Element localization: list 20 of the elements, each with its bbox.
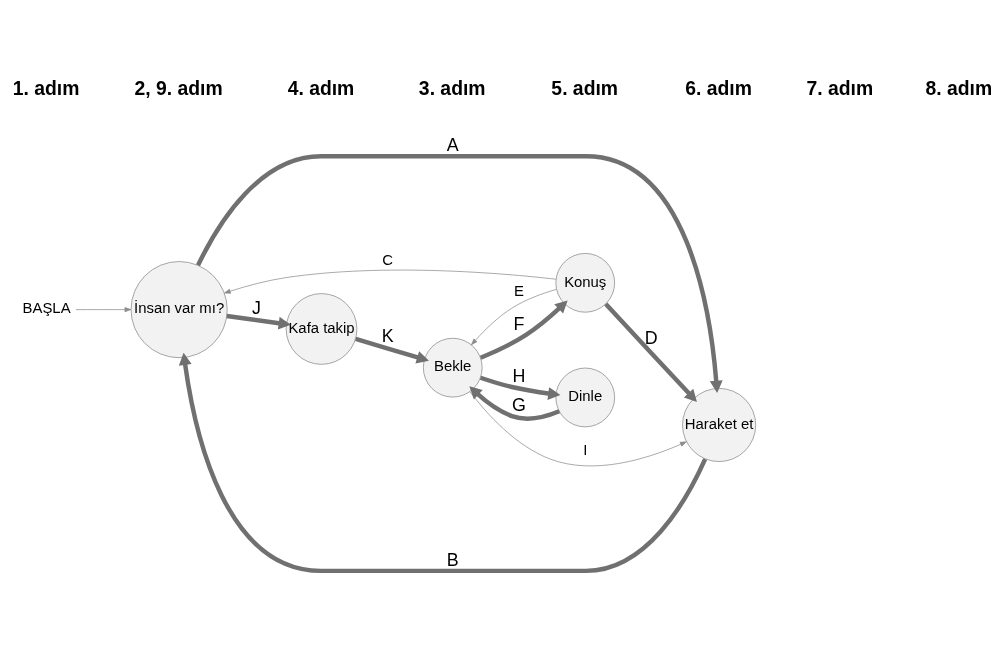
edge-label: B bbox=[446, 549, 459, 570]
edge-label: F bbox=[513, 313, 524, 334]
edge-label: A bbox=[446, 134, 459, 155]
label: 5. adım bbox=[550, 76, 618, 99]
edge-label: G bbox=[511, 394, 526, 415]
node-text: BAŞLA bbox=[22, 299, 71, 316]
edge-label: I bbox=[582, 441, 587, 458]
label: 8. adım bbox=[925, 76, 992, 99]
edge-label: E bbox=[513, 282, 524, 299]
label: 3. adım bbox=[418, 76, 486, 99]
label: 7. adım bbox=[805, 76, 873, 99]
label: 2, 9. adım bbox=[133, 76, 223, 99]
label: 4. adım bbox=[287, 76, 354, 99]
edge-label: D bbox=[644, 327, 658, 348]
label: 1. adım bbox=[12, 76, 79, 99]
label: 6. adım bbox=[684, 76, 752, 99]
edge-label: K bbox=[381, 325, 394, 346]
edge-label: H bbox=[512, 365, 525, 386]
edge-label: C bbox=[381, 251, 393, 268]
edge-label: J bbox=[251, 297, 261, 318]
